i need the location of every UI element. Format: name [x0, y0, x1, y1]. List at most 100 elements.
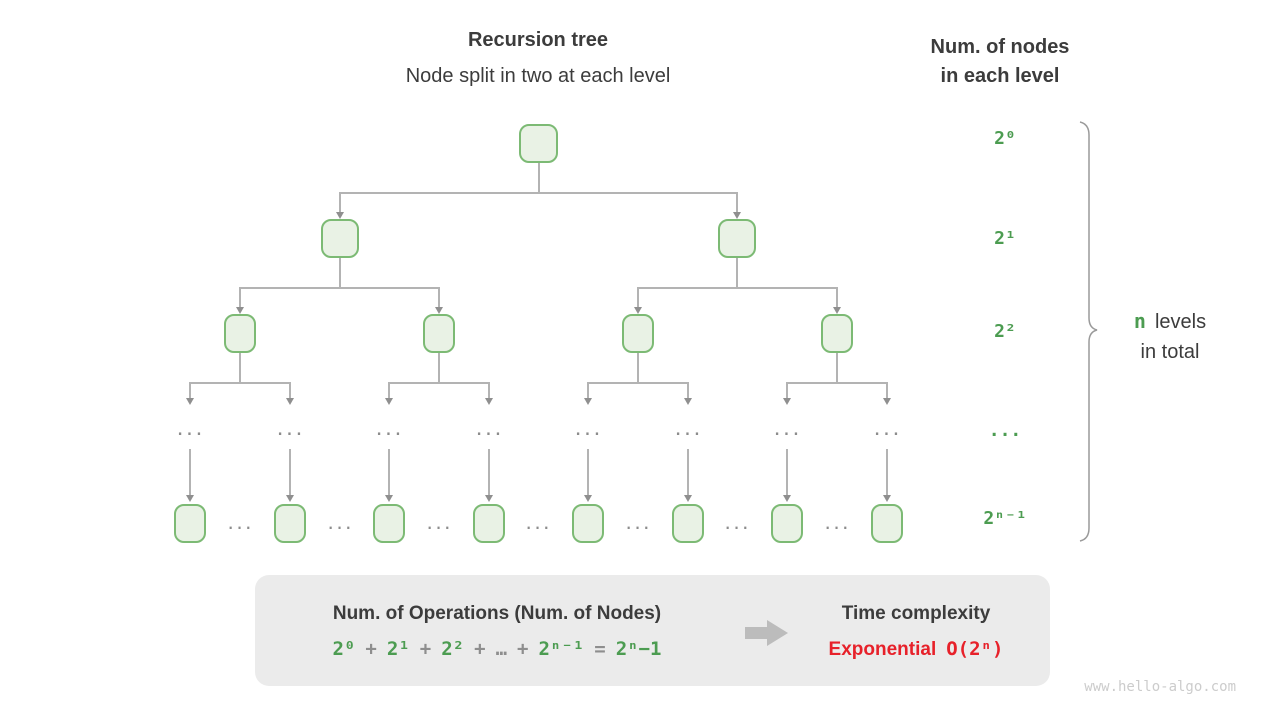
- tree-node-leaf: [174, 504, 206, 543]
- arrowhead-icon: [384, 495, 393, 502]
- connector-line: [687, 382, 689, 398]
- level-count-label: 2²: [994, 321, 1016, 342]
- formula-token: +: [365, 638, 377, 660]
- tree-node: [718, 219, 756, 258]
- arrowhead-icon: [882, 495, 891, 502]
- connector-line: [786, 382, 888, 384]
- leaf-separator-dots: ...: [524, 518, 552, 533]
- arrowhead-icon: [832, 307, 841, 314]
- tree-node: [224, 314, 256, 353]
- arrowhead-icon: [185, 495, 194, 502]
- level-count-label: ...: [988, 420, 1022, 441]
- arrowhead-icon: [683, 398, 692, 405]
- arrowhead-icon: [335, 212, 344, 219]
- connector-line: [886, 382, 888, 398]
- level-count-label: 2¹: [994, 228, 1016, 249]
- operations-title: Num. of Operations (Num. of Nodes): [332, 603, 662, 624]
- tree-node-leaf: [672, 504, 704, 543]
- total-levels-line2: in total: [1140, 341, 1200, 363]
- arrowhead-icon: [285, 495, 294, 502]
- connector-line: [339, 258, 341, 288]
- arrowhead-icon: [235, 307, 244, 314]
- formula-token: +: [419, 638, 432, 660]
- formula-token: 2⁰: [332, 638, 356, 660]
- connector-line: [687, 449, 689, 495]
- connector-line: [587, 382, 589, 398]
- formula-token: 2¹: [386, 638, 410, 660]
- ellipsis-level: ...: [673, 423, 703, 439]
- time-complexity-title: Time complexity: [841, 603, 991, 624]
- level-count-label: 2⁰: [994, 128, 1016, 149]
- ellipsis-level: ...: [573, 423, 603, 439]
- tree-node: [423, 314, 455, 353]
- connector-line: [736, 192, 738, 212]
- connector-line: [239, 287, 241, 307]
- leaf-separator-dots: ...: [226, 518, 254, 533]
- connector-line: [537, 163, 540, 193]
- ellipsis-level: ...: [374, 423, 404, 439]
- formula-token: +: [517, 638, 529, 660]
- leaf-separator-dots: ...: [624, 518, 652, 533]
- tree-node-leaf: [771, 504, 803, 543]
- summary-box: Num. of Operations (Num. of Nodes) 2⁰ +2¹…: [255, 575, 1050, 686]
- right-column-title: Num. of nodes in each level: [900, 33, 1100, 91]
- ellipsis-level: ...: [275, 423, 305, 439]
- arrow-right-icon-head: [767, 620, 788, 646]
- arrowhead-icon: [633, 307, 642, 314]
- leaf-separator-dots: ...: [326, 518, 354, 533]
- connector-line: [637, 287, 639, 307]
- connector-line: [289, 382, 291, 398]
- tree-node: [622, 314, 654, 353]
- arrowhead-icon: [285, 398, 294, 405]
- arrowhead-icon: [434, 307, 443, 314]
- right-column-title-line2: in each level: [940, 65, 1060, 87]
- connector-line: [189, 449, 191, 495]
- arrowhead-icon: [583, 398, 592, 405]
- brace-icon: [1079, 121, 1098, 542]
- connector-line: [786, 449, 788, 495]
- arrowhead-icon: [185, 398, 194, 405]
- n-variable: n: [1133, 309, 1146, 333]
- figure-title: Recursion tree: [467, 29, 609, 51]
- leaf-separator-dots: ...: [723, 518, 751, 533]
- connector-line: [886, 449, 888, 495]
- connector-line: [836, 353, 838, 383]
- connector-line: [438, 287, 440, 307]
- leaf-separator-dots: ...: [425, 518, 453, 533]
- connector-line: [488, 449, 490, 495]
- connector-line: [289, 449, 291, 495]
- tree-node-leaf: [373, 504, 405, 543]
- connector-line: [637, 287, 837, 289]
- connector-line: [239, 353, 241, 383]
- tree-node: [321, 219, 359, 258]
- connector-line: [786, 382, 788, 398]
- formula-token: 2ⁿ−1: [615, 638, 662, 660]
- levels-word: levels: [1154, 311, 1207, 333]
- leaf-separator-dots: ...: [823, 518, 851, 533]
- ellipsis-level: ...: [175, 423, 205, 439]
- tree-node-leaf: [274, 504, 306, 543]
- connector-line: [388, 382, 390, 398]
- formula-token: 2²: [441, 638, 465, 660]
- arrowhead-icon: [882, 398, 891, 405]
- arrowhead-icon: [583, 495, 592, 502]
- arrowhead-icon: [782, 398, 791, 405]
- connector-line: [736, 258, 738, 288]
- connector-line: [587, 449, 589, 495]
- watermark: www.hello-algo.com: [1084, 679, 1236, 695]
- ellipsis-level: ...: [474, 423, 504, 439]
- complexity-word: Exponential: [828, 639, 937, 660]
- connector-line: [637, 353, 639, 383]
- formula-token: +: [474, 638, 486, 660]
- ellipsis-level: ...: [772, 423, 802, 439]
- connector-line: [189, 382, 291, 384]
- level-count-label: 2ⁿ⁻¹: [983, 508, 1027, 529]
- connector-line: [189, 382, 191, 398]
- arrowhead-icon: [484, 398, 493, 405]
- tree-node-leaf: [572, 504, 604, 543]
- ellipsis-level: ...: [872, 423, 902, 439]
- arrowhead-icon: [782, 495, 791, 502]
